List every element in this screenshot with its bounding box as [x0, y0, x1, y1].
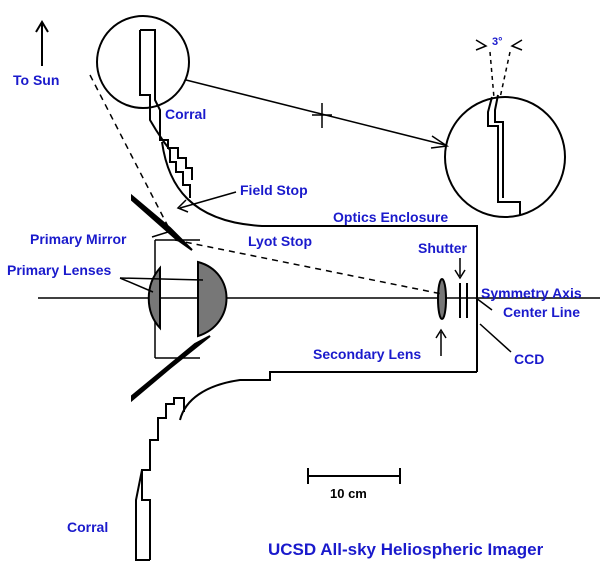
ccd-label: CCD: [514, 351, 545, 367]
angle-label: 3°: [492, 36, 503, 48]
magnifier-left: [96, 15, 190, 109]
angle-arrow-left: [475, 39, 488, 51]
primary-lenses-label: Primary Lenses: [7, 262, 112, 278]
ray-dashed-1: [89, 74, 176, 241]
optics-enclosure-label: Optics Enclosure: [333, 209, 449, 225]
magnifier-connector: [185, 79, 446, 146]
center-line-pointer: [475, 297, 493, 311]
corral-bottom-label: Corral: [67, 519, 109, 535]
field-stop-label: Field Stop: [240, 182, 308, 198]
field-stop-arrowhead: [176, 199, 189, 213]
secondary-lens-arrowhead: [435, 328, 447, 339]
magnifier-right: [444, 96, 566, 218]
symmetry-axis-label: Symmetry Axis: [481, 285, 582, 301]
angle-arrow-right: [510, 39, 523, 51]
bottom-enclosure-wall: [179, 371, 477, 421]
angle-line-left: [489, 51, 495, 99]
magnified-baffle-edge: [487, 96, 521, 215]
angle-line-right: [499, 51, 511, 99]
to-sun-arrow: [35, 20, 49, 66]
diagram-title: UCSD All-sky Heliospheric Imager: [268, 540, 544, 559]
center-line-label: Center Line: [503, 304, 581, 320]
shutter-label: Shutter: [418, 240, 467, 256]
to-sun-label: To Sun: [13, 72, 60, 88]
magnifier-connector-arrowhead: [430, 135, 450, 149]
primary-lenses-pointer-1: [119, 277, 154, 293]
scale-bar: [307, 468, 401, 484]
primary-mirror-pointer: [151, 231, 169, 238]
shutter-arrowhead: [454, 269, 466, 280]
corral-top-label: Corral: [165, 106, 207, 122]
primary-mirror-lower: [131, 335, 211, 403]
ray-dashed-2: [174, 239, 443, 295]
secondary-lens: [437, 278, 447, 320]
bottom-corral-baffle: [135, 397, 185, 561]
magnified-baffle-outer: [494, 94, 504, 198]
ccd-pointer: [479, 323, 512, 353]
scale-bar-label: 10 cm: [330, 486, 367, 501]
lyot-stop-label: Lyot Stop: [248, 233, 313, 249]
top-enclosure-wall: [161, 141, 478, 372]
secondary-lens-label: Secondary Lens: [313, 346, 422, 362]
field-stop-pointer: [179, 191, 237, 209]
primary-lens-small: [147, 265, 161, 331]
primary-lenses-pointer-2: [119, 277, 204, 281]
top-corral-baffle: [139, 29, 193, 198]
primary-lens-large: [197, 260, 228, 338]
primary-mirror-upper: [131, 193, 193, 251]
primary-mirror-label: Primary Mirror: [30, 231, 127, 247]
